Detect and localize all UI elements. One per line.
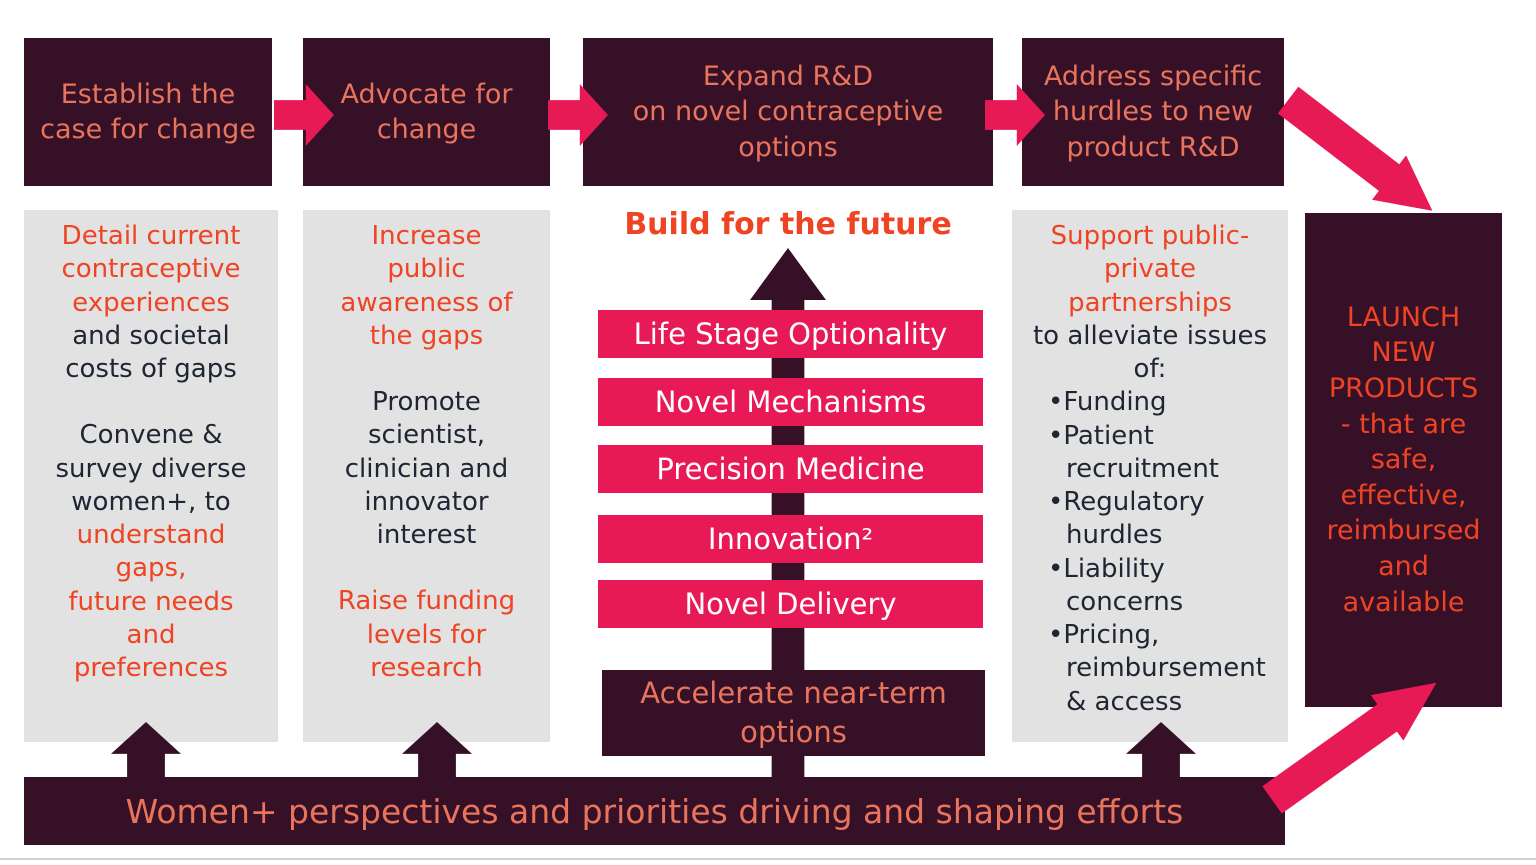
bullet-patient-recruitment: •Patient recruitment [1048, 420, 1219, 484]
center-heading-build-future: Build for the future [624, 207, 952, 242]
gray-column-detail-experiences: Detail current contraceptive experiences… [24, 210, 278, 742]
bar-precision-medicine: Precision Medicine [598, 445, 983, 493]
top-box-advocate-change-label: Advocate for change [340, 78, 513, 145]
top-box-establish-case-label: Establish the case for change [40, 78, 256, 145]
bar-innovation-squared-label: Innovation² [707, 522, 874, 556]
gray-column-public-private: Support public- private partnerships to … [1012, 210, 1288, 742]
launch-new-products-box: LAUNCH NEW PRODUCTS - that are safe, eff… [1305, 213, 1502, 707]
bullet-pricing-reimbursement: •Pricing, reimbursement & access [1048, 620, 1266, 717]
top-box-address-hurdles-label: Address specific hurdles to new product … [1043, 61, 1263, 163]
bottom-rule-divider [0, 858, 1536, 860]
col2-highlight-1: Increase public awareness of the gaps [340, 221, 513, 351]
col1-highlight-2: understand gaps, future needs and prefer… [68, 520, 234, 684]
col1-highlight-1: Detail current contraceptive experiences [61, 221, 241, 318]
col1-text-2: Convene & survey diverse women+, to [55, 420, 247, 517]
bullet-liability-concerns: •Liability concerns [1048, 553, 1184, 617]
col1-text-1: and societal costs of gaps [65, 320, 237, 385]
col4-heading: Support public- private partnerships [1050, 221, 1250, 318]
col4-bullet-list: •Funding •Patient recruitment •Regulator… [1018, 386, 1282, 719]
bottom-bar-women-perspectives: Women+ perspectives and priorities drivi… [24, 777, 1285, 845]
bar-precision-medicine-label: Precision Medicine [656, 452, 925, 486]
bar-novel-mechanisms: Novel Mechanisms [598, 378, 983, 426]
bar-life-stage-optionality: Life Stage Optionality [598, 310, 983, 358]
accelerate-near-term-box: Accelerate near-term options [602, 670, 985, 756]
top-box-expand-rd-label: Expand R&D on novel contraceptive option… [632, 61, 944, 163]
top-box-establish-case: Establish the case for change [24, 38, 272, 186]
col4-subheading: to alleviate issues of: [1032, 320, 1268, 385]
top-box-expand-rd: Expand R&D on novel contraceptive option… [583, 38, 993, 186]
col2-text-1: Promote scientist, clinician and innovat… [344, 387, 509, 551]
bar-novel-delivery-label: Novel Delivery [684, 587, 897, 621]
top-box-advocate-change: Advocate for change [303, 38, 550, 186]
top-box-address-hurdles: Address specific hurdles to new product … [1022, 38, 1284, 186]
bar-novel-delivery: Novel Delivery [598, 580, 983, 628]
bottom-bar-label: Women+ perspectives and priorities drivi… [125, 791, 1184, 831]
accelerate-near-term-label: Accelerate near-term options [640, 675, 947, 749]
bar-innovation-squared: Innovation² [598, 515, 983, 563]
bar-life-stage-optionality-label: Life Stage Optionality [633, 317, 948, 351]
gray-column-increase-awareness: Increase public awareness of the gaps Pr… [303, 210, 550, 742]
diagonal-arrow-icon-top [1271, 78, 1449, 233]
bullet-funding: •Funding [1048, 387, 1167, 418]
bar-novel-mechanisms-label: Novel Mechanisms [654, 385, 927, 419]
launch-new-products-label: LAUNCH NEW PRODUCTS - that are safe, eff… [1326, 301, 1481, 618]
bullet-regulatory-hurdles: •Regulatory hurdles [1048, 487, 1205, 551]
col2-highlight-2: Raise funding levels for research [337, 586, 516, 683]
